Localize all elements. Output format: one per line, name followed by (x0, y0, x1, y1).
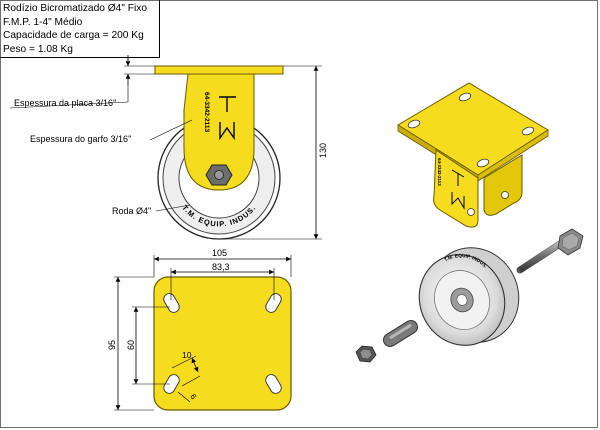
axle-bolt (214, 170, 224, 180)
exploded-parts: T.M. EQUIP. INDUS. (355, 228, 584, 363)
product-name: Rodízio Bicromatizado Ø4" Fixo (3, 3, 148, 14)
plate-thickness-label: Espessura da placa 3/16" (14, 98, 116, 108)
isometric-fork: 64-3342-2113 (397, 82, 549, 228)
mounting-plate (154, 65, 284, 75)
plate-slot-tr (265, 293, 282, 313)
tm-logo (219, 96, 236, 141)
iso-fork-code: 64-3342-2113 (437, 158, 442, 186)
hole-spacing-83-dim: 83,3 (212, 262, 230, 272)
iso-fork-right-leg (483, 154, 523, 216)
iso-hole-3 (407, 119, 421, 129)
hex-nut (355, 345, 377, 363)
slot-width-6-dim: 6 (188, 393, 198, 402)
iso-fork-left-leg (433, 149, 479, 228)
wheel-iso: T.M. EQUIP. INDUS. (418, 247, 520, 346)
plate-slot-bl (163, 374, 180, 394)
plate-slot-tl (163, 293, 180, 313)
spacer-tube (383, 320, 418, 347)
product-weight: Peso = 1.08 Kg (3, 43, 73, 55)
plate-outline (153, 276, 292, 411)
hole-spacing-60-dim: 60 (126, 340, 136, 350)
plate-view: 105 83,3 95 60 10 6 (107, 248, 292, 411)
axle-bolt-iso (516, 228, 584, 274)
plate-width-105-dim: 105 (212, 248, 227, 258)
plate-height-95-dim: 95 (107, 340, 117, 350)
slot-length-10-dim: 10 (182, 350, 192, 360)
fork-thickness-label: Espessura do garfo 3/16" (30, 134, 131, 144)
iso-hole-1 (458, 92, 472, 102)
iso-hole-2 (521, 126, 535, 136)
fork-leg (183, 73, 255, 191)
iso-hole-4 (476, 158, 490, 168)
load-capacity: Capacidade de carga = 200 Kg (3, 30, 144, 42)
side-view: T.M. EQUIP. INDUS. 64-3342-2113 Espe (9, 55, 328, 240)
height-130-dim: 130 (318, 143, 328, 158)
product-series: F.M.P. 1-4" Médio (3, 16, 83, 28)
fork-code-text: 64-3342-2113 (203, 92, 210, 133)
plate-slot-br (265, 374, 282, 394)
title-block: Rodízio Bicromatizado Ø4" Fixo F.M.P. 1-… (0, 0, 160, 58)
wheel-size-label: Roda Ø4" (112, 206, 151, 216)
iso-tm-logo (451, 169, 465, 210)
